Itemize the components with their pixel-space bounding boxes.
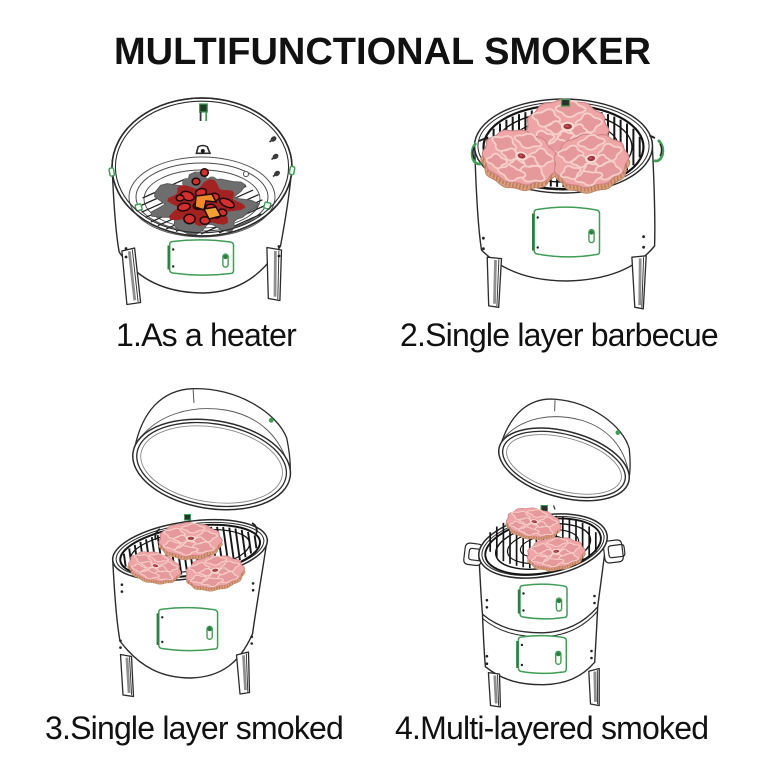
svg-text:MULTIFUNCTIONAL SMOKER: MULTIFUNCTIONAL SMOKER (114, 31, 651, 73)
svg-text:4.Multi-layered smoked: 4.Multi-layered smoked (395, 710, 708, 746)
svg-text:1.As a heater: 1.As a heater (116, 317, 297, 353)
svg-text:2.Single layer barbecue: 2.Single layer barbecue (400, 317, 718, 353)
svg-text:3.Single layer smoked: 3.Single layer smoked (45, 710, 343, 746)
